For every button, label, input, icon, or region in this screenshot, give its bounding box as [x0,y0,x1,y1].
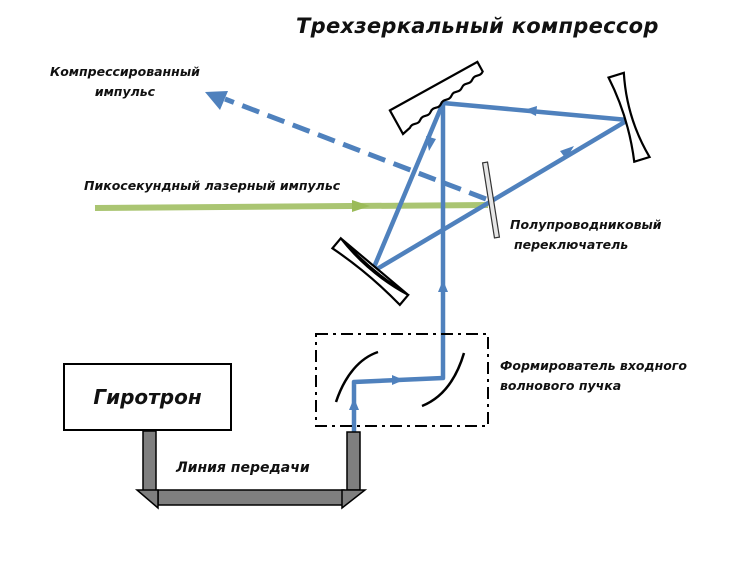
arrow-up-icon [438,280,448,292]
beam-former-label: Формирователь входного волнового пучка [500,356,687,396]
switch-label: Полупроводниковый переключатель [510,215,662,255]
lower-mirror-to-grating [369,102,446,273]
semiconductor-switch [481,161,501,239]
gyrotron-label: Гиротрон [93,385,202,409]
compressed-arrow-icon [205,91,228,110]
switch-label-line2: переключатель [514,237,629,252]
waveguide-corner-right [341,489,368,510]
gyrotron-box: Гиротрон [63,363,232,431]
laser-pulse-beam [94,200,489,212]
beam-former-mirror-right [421,352,466,408]
diffraction-grating [388,60,484,136]
beam-arrows [349,106,574,410]
arrow-up-icon [349,398,359,410]
laser-arrow-icon [352,200,370,212]
compressed-pulse-label: Компрессированный импульс [50,62,200,102]
switch-label-line1: Полупроводниковый [510,217,662,232]
waveguide-left [142,430,157,492]
beam-former-box [315,333,489,427]
transmission-line [134,430,368,510]
arrow-left-icon [524,106,537,116]
concave-mirror-right [606,71,652,164]
waveguide-corner-left [134,489,159,510]
arrow-up-right-icon [560,146,574,159]
compressed-pulse-label-line2: импульс [94,84,156,99]
beam-former-label-line2: волнового пучка [500,378,622,393]
concave-mirror-lower [330,236,410,307]
arrow-right-icon [392,375,404,385]
waveguide-right [346,431,361,491]
transmission-line-label: Линия передачи [176,460,310,476]
laser-pulse-label: Пикосекундный лазерный импульс [84,178,341,193]
compressed-pulse-label-line1: Компрессированный [50,64,200,79]
diagram-title: Трехзеркальный компрессор [296,14,659,38]
compressed-pulse-beam [205,91,487,202]
concave-to-lower-mirror [370,118,630,274]
waveguide-bottom [157,489,345,506]
beam-former-label-line1: Формирователь входного [500,358,687,373]
beam-former-mirror-left [334,350,379,403]
arrow-down-icon [426,136,436,151]
